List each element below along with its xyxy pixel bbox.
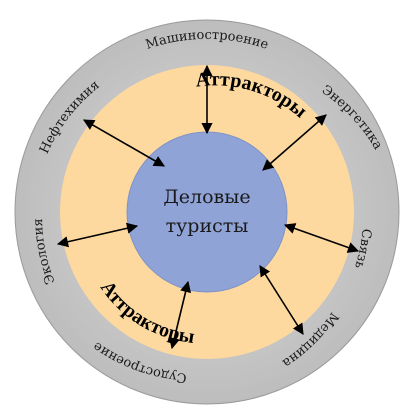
center-circle (126, 131, 288, 293)
arrow-svyaz (283, 223, 360, 253)
arrow-sudostroenie (168, 280, 192, 350)
center-label-line2: туристы (166, 215, 249, 237)
arrow-energetika (262, 114, 327, 171)
center-label-line1: Деловые (163, 186, 250, 208)
arrow-neftehimiya (83, 119, 165, 167)
arrow-medicina (259, 265, 304, 335)
arrow-ekologiya (56, 222, 139, 248)
arrows (56, 64, 360, 350)
